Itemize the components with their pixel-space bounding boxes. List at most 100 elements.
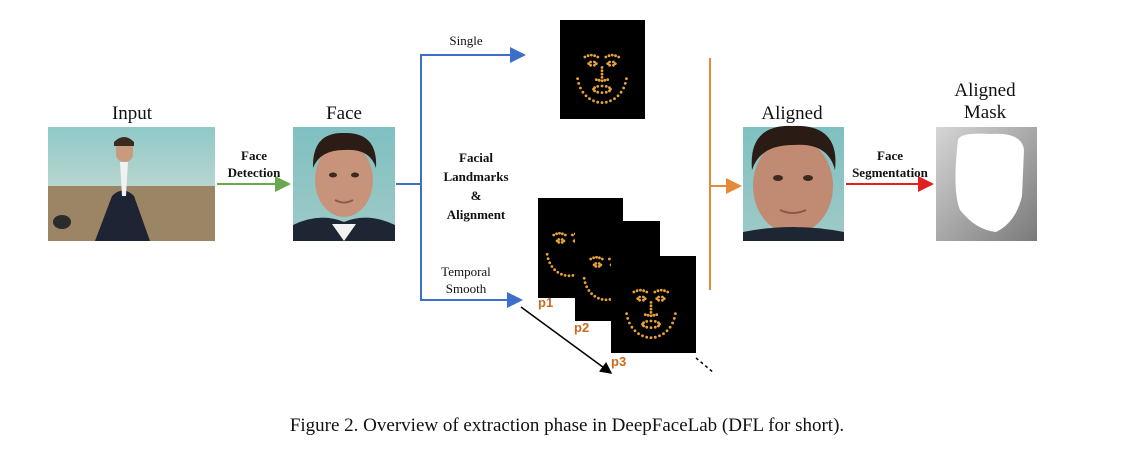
landmark-dot (600, 79, 604, 83)
landmark-dot (589, 60, 592, 64)
landmark-dot (596, 85, 600, 88)
landmark-dot (608, 86, 611, 89)
landmark-dot (576, 77, 579, 80)
landmark-dot (600, 91, 604, 94)
landmark-dot (581, 90, 585, 94)
frame-p3 (611, 256, 696, 353)
landmark-dot (649, 314, 653, 318)
landmark-dot (609, 99, 612, 103)
landmark-dot (639, 288, 642, 292)
landmark-dot (600, 84, 604, 88)
landmark-dot (656, 289, 660, 293)
landmark-dot (665, 329, 669, 333)
landmark-dot (604, 100, 608, 104)
landmark-dot (600, 72, 604, 76)
aligned-image (743, 125, 844, 241)
face-label: Face (326, 103, 362, 124)
landmark-dot (556, 270, 560, 274)
landmark-dot (657, 321, 660, 324)
landmark-dot (563, 274, 567, 277)
landmark-dot (607, 54, 611, 58)
landmark-dot (592, 256, 595, 260)
landmark-dot (610, 53, 614, 57)
landmark-dot (613, 62, 617, 65)
landmark-dot (649, 307, 653, 311)
landmark-dot (594, 262, 598, 265)
landmark-dot (593, 294, 597, 298)
landmark-dot (661, 295, 664, 299)
single-landmark-image (560, 20, 645, 119)
landmark-dot (560, 238, 564, 241)
landmark-dot (555, 232, 558, 236)
landmark-dot (563, 233, 567, 237)
facial-landmarks-label-line4: Alignment (446, 207, 506, 222)
landmark-dot (548, 261, 552, 265)
p3-label: p3 (611, 354, 627, 369)
landmark-dot (641, 334, 644, 338)
landmark-dot (546, 257, 550, 261)
landmark-dot (606, 62, 610, 65)
landmark-dot (560, 272, 563, 276)
figure-caption: Figure 2. Overview of extraction phase i… (289, 415, 845, 436)
landmark-dot (642, 289, 645, 293)
landmark-dot (586, 54, 590, 58)
landmark-dot (603, 78, 607, 82)
landmark-dot (604, 55, 608, 59)
landmark-dot (633, 329, 637, 333)
landmark-dot (671, 321, 674, 325)
landmark-dot (674, 312, 677, 315)
landmark-dot (598, 256, 601, 260)
landmark-dot (545, 252, 549, 256)
landmark-dot (604, 85, 608, 88)
landmark-dot (608, 63, 611, 67)
landmark-dot (557, 238, 561, 241)
landmark-dot (550, 265, 554, 268)
landmark-dot (571, 274, 575, 277)
landmark-dot (638, 295, 641, 299)
landmark-dot (628, 321, 631, 325)
landmark-dot (662, 332, 665, 336)
landmark-dot (646, 313, 650, 317)
landmark-dot (613, 97, 616, 101)
landmark-dot (668, 325, 672, 329)
landmark-dot (672, 317, 676, 320)
landmark-dot (600, 76, 604, 79)
face-detection-label-line1: Face (241, 148, 267, 163)
facial-landmarks-label-line3: & (470, 188, 482, 203)
landmark-dot (645, 290, 649, 294)
time-axis-arrow (520, 306, 613, 374)
landmark-dot (593, 63, 596, 67)
landmark-dot (600, 101, 604, 104)
time-axis-continuation (695, 357, 715, 374)
landmark-dot (590, 292, 593, 296)
landmark-dot (612, 63, 615, 67)
landmark-dot (657, 324, 660, 328)
landmark-dot (645, 325, 649, 329)
landmark-dot (592, 99, 595, 103)
landmark-dot (636, 297, 640, 300)
face-segmentation-label-line2: Segmentation (852, 165, 928, 180)
landmark-dot (587, 62, 591, 65)
landmark-dot (584, 94, 588, 98)
landmark-dot (597, 262, 601, 265)
landmark-dot (649, 311, 653, 314)
landmark-dot (642, 298, 645, 302)
landmark-dot (626, 317, 630, 320)
aligned-label: Aligned (761, 103, 823, 124)
face-detection-label: Face Detection (214, 147, 294, 181)
landmark-dot (608, 257, 611, 261)
landmark-dot (649, 319, 653, 323)
landmark-dot (622, 86, 625, 90)
landmark-dot (617, 55, 621, 59)
landmark-dot (637, 332, 640, 336)
temporal-smooth-label: Temporal Smooth (426, 263, 506, 297)
landmark-dot (635, 289, 639, 293)
landmark-dot (653, 335, 657, 339)
landmark-dot (619, 90, 623, 94)
landmark-dot (638, 298, 641, 302)
landmark-dot (662, 297, 666, 300)
landmark-dot (552, 233, 556, 237)
landmark-dot (558, 231, 561, 235)
landmark-dot (661, 298, 664, 302)
